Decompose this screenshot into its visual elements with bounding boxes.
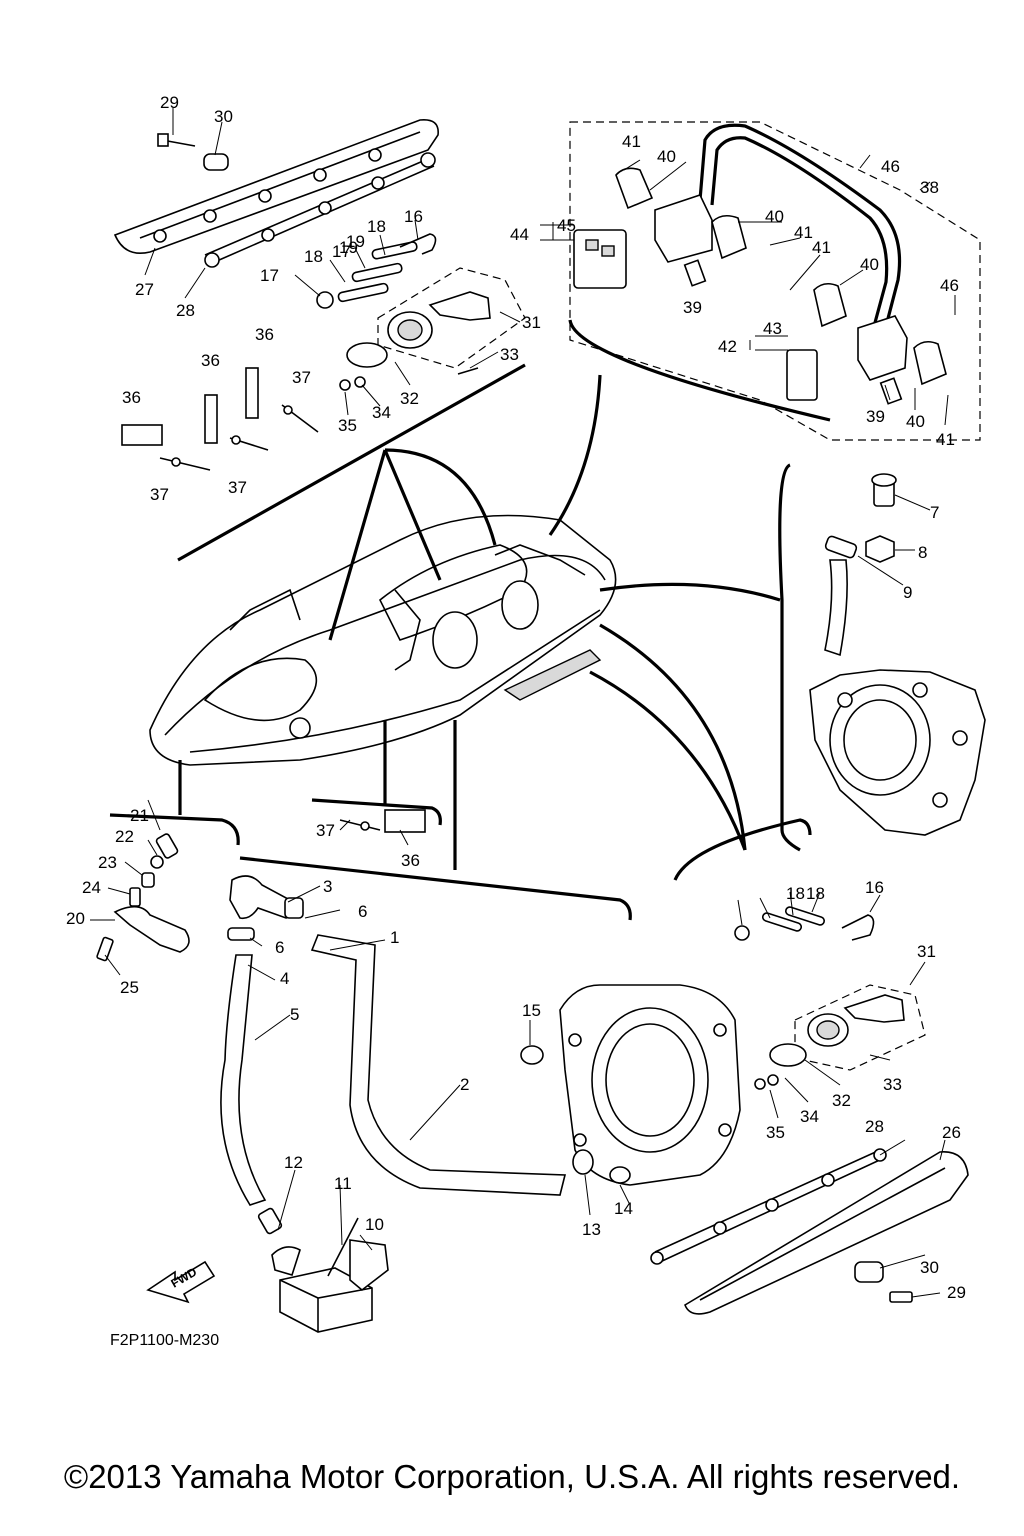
part-label-41: 41	[812, 238, 831, 257]
part-label-1: 1	[390, 928, 399, 947]
part-label-10: 10	[365, 1215, 384, 1234]
part-label-41: 41	[622, 132, 641, 151]
part-label-41: 41	[794, 223, 813, 242]
part-label-35: 35	[766, 1123, 785, 1142]
clip-rivet-group-top-left	[121, 367, 319, 471]
part-label-40: 40	[906, 412, 925, 431]
part-label-17: 17	[332, 242, 351, 261]
part-label-13: 13	[582, 1220, 601, 1239]
drawing-code: F2P1100-M230	[110, 1332, 219, 1349]
part-label-9: 9	[903, 583, 912, 602]
part-label-26: 26	[942, 1123, 961, 1142]
part-label-6: 6	[275, 938, 284, 957]
part-label-27: 27	[135, 280, 154, 299]
part-label-33: 33	[500, 345, 519, 364]
part-label-18: 18	[304, 247, 323, 266]
part-label-37: 37	[292, 368, 311, 387]
part-label-42: 42	[718, 337, 737, 356]
hose-group-bottom-center	[220, 875, 567, 1235]
part-label-32: 32	[832, 1091, 851, 1110]
part-label-30: 30	[214, 107, 233, 126]
part-label-15: 15	[522, 1001, 541, 1020]
part-label-29: 29	[947, 1283, 966, 1302]
copyright-notice: ©2013 Yamaha Motor Corporation, U.S.A. A…	[63, 1458, 961, 1495]
part-label-36: 36	[255, 325, 274, 344]
part-label-37: 37	[228, 478, 247, 497]
part-label-25: 25	[120, 978, 139, 997]
part-label-37: 37	[316, 821, 335, 840]
leader-lines	[90, 108, 956, 1298]
part-label-19: 19	[339, 238, 358, 257]
part-label-44: 44	[510, 225, 529, 244]
fwd-direction-arrow: FWD	[146, 1260, 216, 1304]
part-label-23: 23	[98, 853, 117, 872]
part-label-5: 5	[290, 1005, 299, 1024]
drain-fitting-group-top	[316, 233, 526, 391]
part-label-8: 8	[918, 543, 927, 562]
handle-rail-top-left	[113, 118, 439, 268]
part-label-41: 41	[936, 430, 955, 449]
electrical-box-bottom-left	[271, 1217, 389, 1333]
rail-group-bottom-right	[650, 906, 969, 1315]
part-label-36: 36	[401, 851, 420, 870]
callout-lines	[109, 319, 831, 921]
clip-rivet-group-bottom-middle	[339, 809, 426, 833]
part-label-16: 16	[865, 878, 884, 897]
part-label-38: 38	[920, 178, 939, 197]
part-label-40: 40	[765, 207, 784, 226]
part-label-12: 12	[284, 1153, 303, 1172]
part-label-18: 18	[367, 217, 386, 236]
part-label-3: 3	[323, 877, 332, 896]
part-label-7: 7	[930, 503, 939, 522]
part-label-35: 35	[338, 416, 357, 435]
part-label-34: 34	[800, 1107, 819, 1126]
part-label-36: 36	[122, 388, 141, 407]
part-label-20: 20	[66, 909, 85, 928]
part-label-18: 18	[786, 884, 805, 903]
part-label-31: 31	[522, 313, 541, 332]
part-label-18: 18	[806, 884, 825, 903]
part-label-28: 28	[865, 1117, 884, 1136]
part-label-19: 19	[346, 232, 365, 251]
part-label-16: 16	[404, 207, 423, 226]
grab-bar-assembly-top-right	[569, 121, 981, 441]
part-label-46: 46	[940, 276, 959, 295]
part-label-2: 2	[460, 1075, 469, 1094]
part-label-40: 40	[657, 147, 676, 166]
part-label-11: 11	[334, 1174, 352, 1193]
part-label-31: 31	[917, 942, 936, 961]
part-label-29: 29	[160, 93, 179, 112]
part-label-37: 37	[150, 485, 169, 504]
part-label-45: 45	[557, 216, 576, 235]
part-label-40: 40	[860, 255, 879, 274]
jet-pump-housing-right	[809, 473, 986, 836]
part-label-4: 4	[280, 969, 289, 988]
part-label-28: 28	[176, 301, 195, 320]
part-label-36: 36	[201, 351, 220, 370]
part-label-30: 30	[920, 1258, 939, 1277]
pump-mount-housing-bottom	[520, 984, 741, 1186]
part-label-17: 17	[260, 266, 279, 285]
part-label-21: 21	[130, 806, 149, 825]
part-label-43: 43	[763, 319, 782, 338]
part-label-6: 6	[358, 902, 367, 921]
part-label-24: 24	[82, 878, 101, 897]
part-label-46: 46	[881, 157, 900, 176]
bracket-group-bottom-left	[96, 833, 190, 962]
part-label-39: 39	[866, 407, 885, 426]
part-label-34: 34	[372, 403, 391, 422]
part-label-14: 14	[614, 1199, 633, 1218]
part-label-22: 22	[115, 827, 134, 846]
part-label-39: 39	[683, 298, 702, 317]
part-label-33: 33	[883, 1075, 902, 1094]
watercraft-hull	[149, 514, 617, 766]
part-label-32: 32	[400, 389, 419, 408]
